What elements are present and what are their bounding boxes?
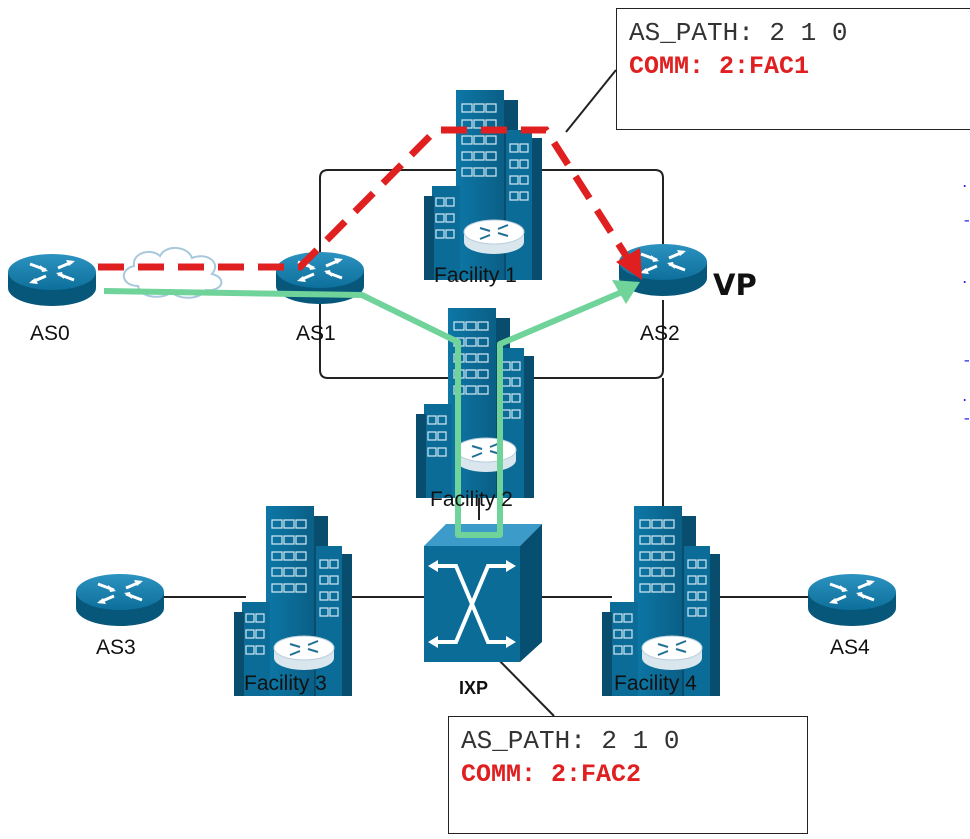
edge-fragment: ‐ <box>962 410 970 428</box>
facility-3-label: Facility 3 <box>244 672 327 695</box>
green-arrowhead-icon <box>612 280 640 304</box>
as2-label: AS2 <box>640 322 680 345</box>
as0-router-icon <box>6 252 98 308</box>
as4-router-icon <box>806 572 898 628</box>
community-text: COMM: 2:FAC1 <box>629 52 810 81</box>
edge-fragment: ․ <box>962 388 968 406</box>
edge-fragment: ․ <box>962 270 968 288</box>
edge-fragment: ‐ <box>962 212 970 230</box>
red-path-facility1 <box>98 126 633 271</box>
facility-1-label: Facility 1 <box>434 264 517 287</box>
as-path-text: AS_PATH: 2 1 0 <box>461 726 680 756</box>
red-arrowhead-icon <box>616 248 642 280</box>
as3-label: AS3 <box>96 636 136 659</box>
as1-label: AS1 <box>296 322 336 345</box>
callout-bottom: AS_PATH: 2 1 0 COMM: 2:FAC2 <box>448 716 808 834</box>
facility-4-label: Facility 4 <box>614 672 697 695</box>
switch-icon <box>424 524 542 662</box>
facility-4-building-icon <box>601 505 721 697</box>
as-path-text: AS_PATH: 2 1 0 <box>629 18 848 48</box>
edge-fragment: ‐ <box>962 352 970 370</box>
facility-2-label: Facility 2 <box>430 488 513 511</box>
as0-label: AS0 <box>30 322 70 345</box>
edge-fragment: ․ <box>962 174 968 192</box>
green-path-facility2 <box>103 288 624 538</box>
facility-3-building-icon <box>233 505 353 697</box>
community-text: COMM: 2:FAC2 <box>461 760 642 789</box>
as3-router-icon <box>74 572 166 628</box>
vp-label: VP <box>713 268 757 302</box>
facility-1-building-icon <box>423 89 543 281</box>
as4-label: AS4 <box>830 636 870 659</box>
ixp-label: IXP <box>459 678 489 698</box>
callout-top: AS_PATH: 2 1 0 COMM: 2:FAC1 <box>616 8 970 130</box>
